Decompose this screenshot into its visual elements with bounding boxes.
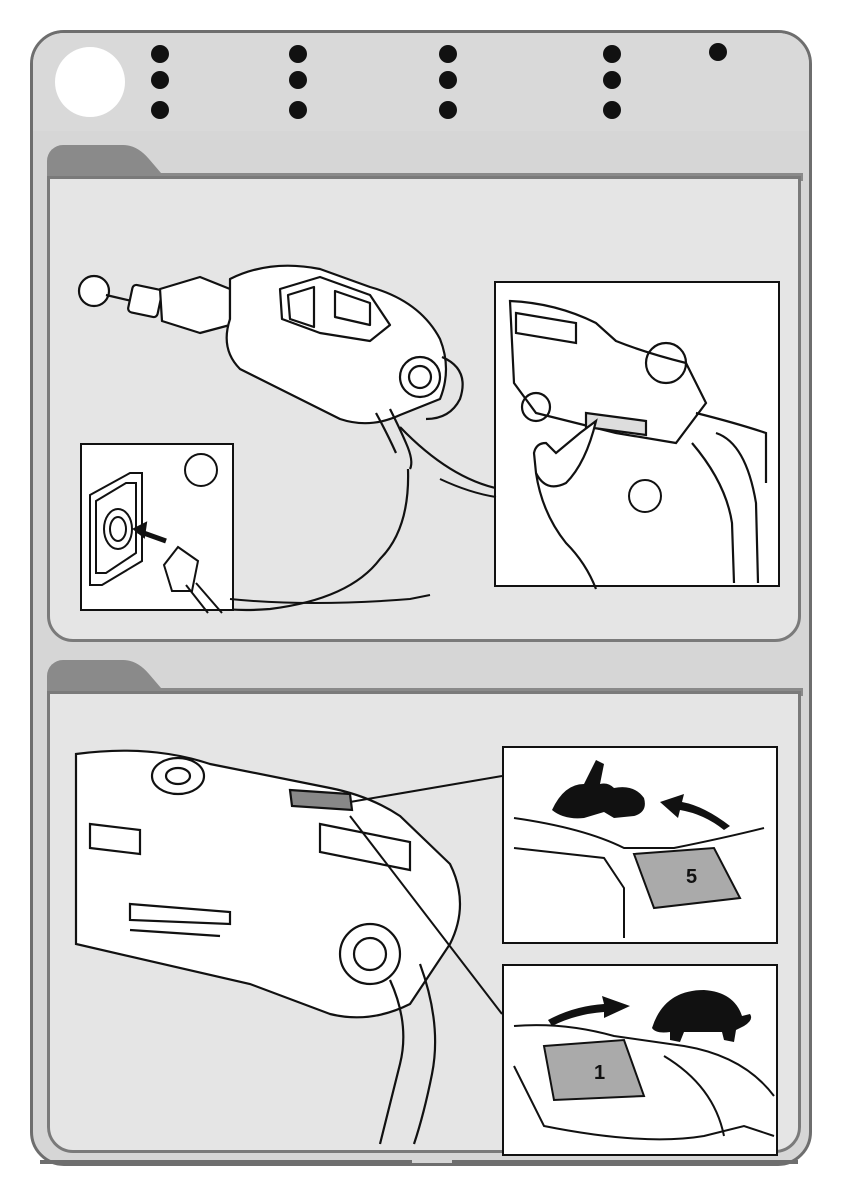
panel-b: 5 1 bbox=[47, 691, 801, 1153]
bullet-icon bbox=[151, 45, 169, 63]
bullet-icon bbox=[151, 101, 169, 119]
section-number-circle bbox=[55, 47, 125, 117]
bullet-icon bbox=[289, 71, 307, 89]
manual-page: 5 1 bbox=[30, 30, 812, 1166]
callout-lines bbox=[50, 694, 804, 1156]
bullet-icon bbox=[709, 43, 727, 61]
bullet-icon bbox=[439, 71, 457, 89]
bullet-icon bbox=[151, 71, 169, 89]
footer-line-right bbox=[452, 1160, 798, 1164]
bullet-icon bbox=[439, 45, 457, 63]
cord-connector bbox=[50, 179, 804, 645]
panel-a bbox=[47, 176, 801, 642]
bullet-icon bbox=[439, 101, 457, 119]
panel-a-tab bbox=[47, 145, 107, 177]
bullet-icon bbox=[289, 101, 307, 119]
bullet-icon bbox=[289, 45, 307, 63]
footer-line-left bbox=[40, 1160, 412, 1164]
panel-b-tab bbox=[47, 660, 107, 692]
bullet-icon bbox=[603, 45, 621, 63]
header-band bbox=[33, 33, 809, 131]
bullet-icon bbox=[603, 101, 621, 119]
bullet-icon bbox=[603, 71, 621, 89]
